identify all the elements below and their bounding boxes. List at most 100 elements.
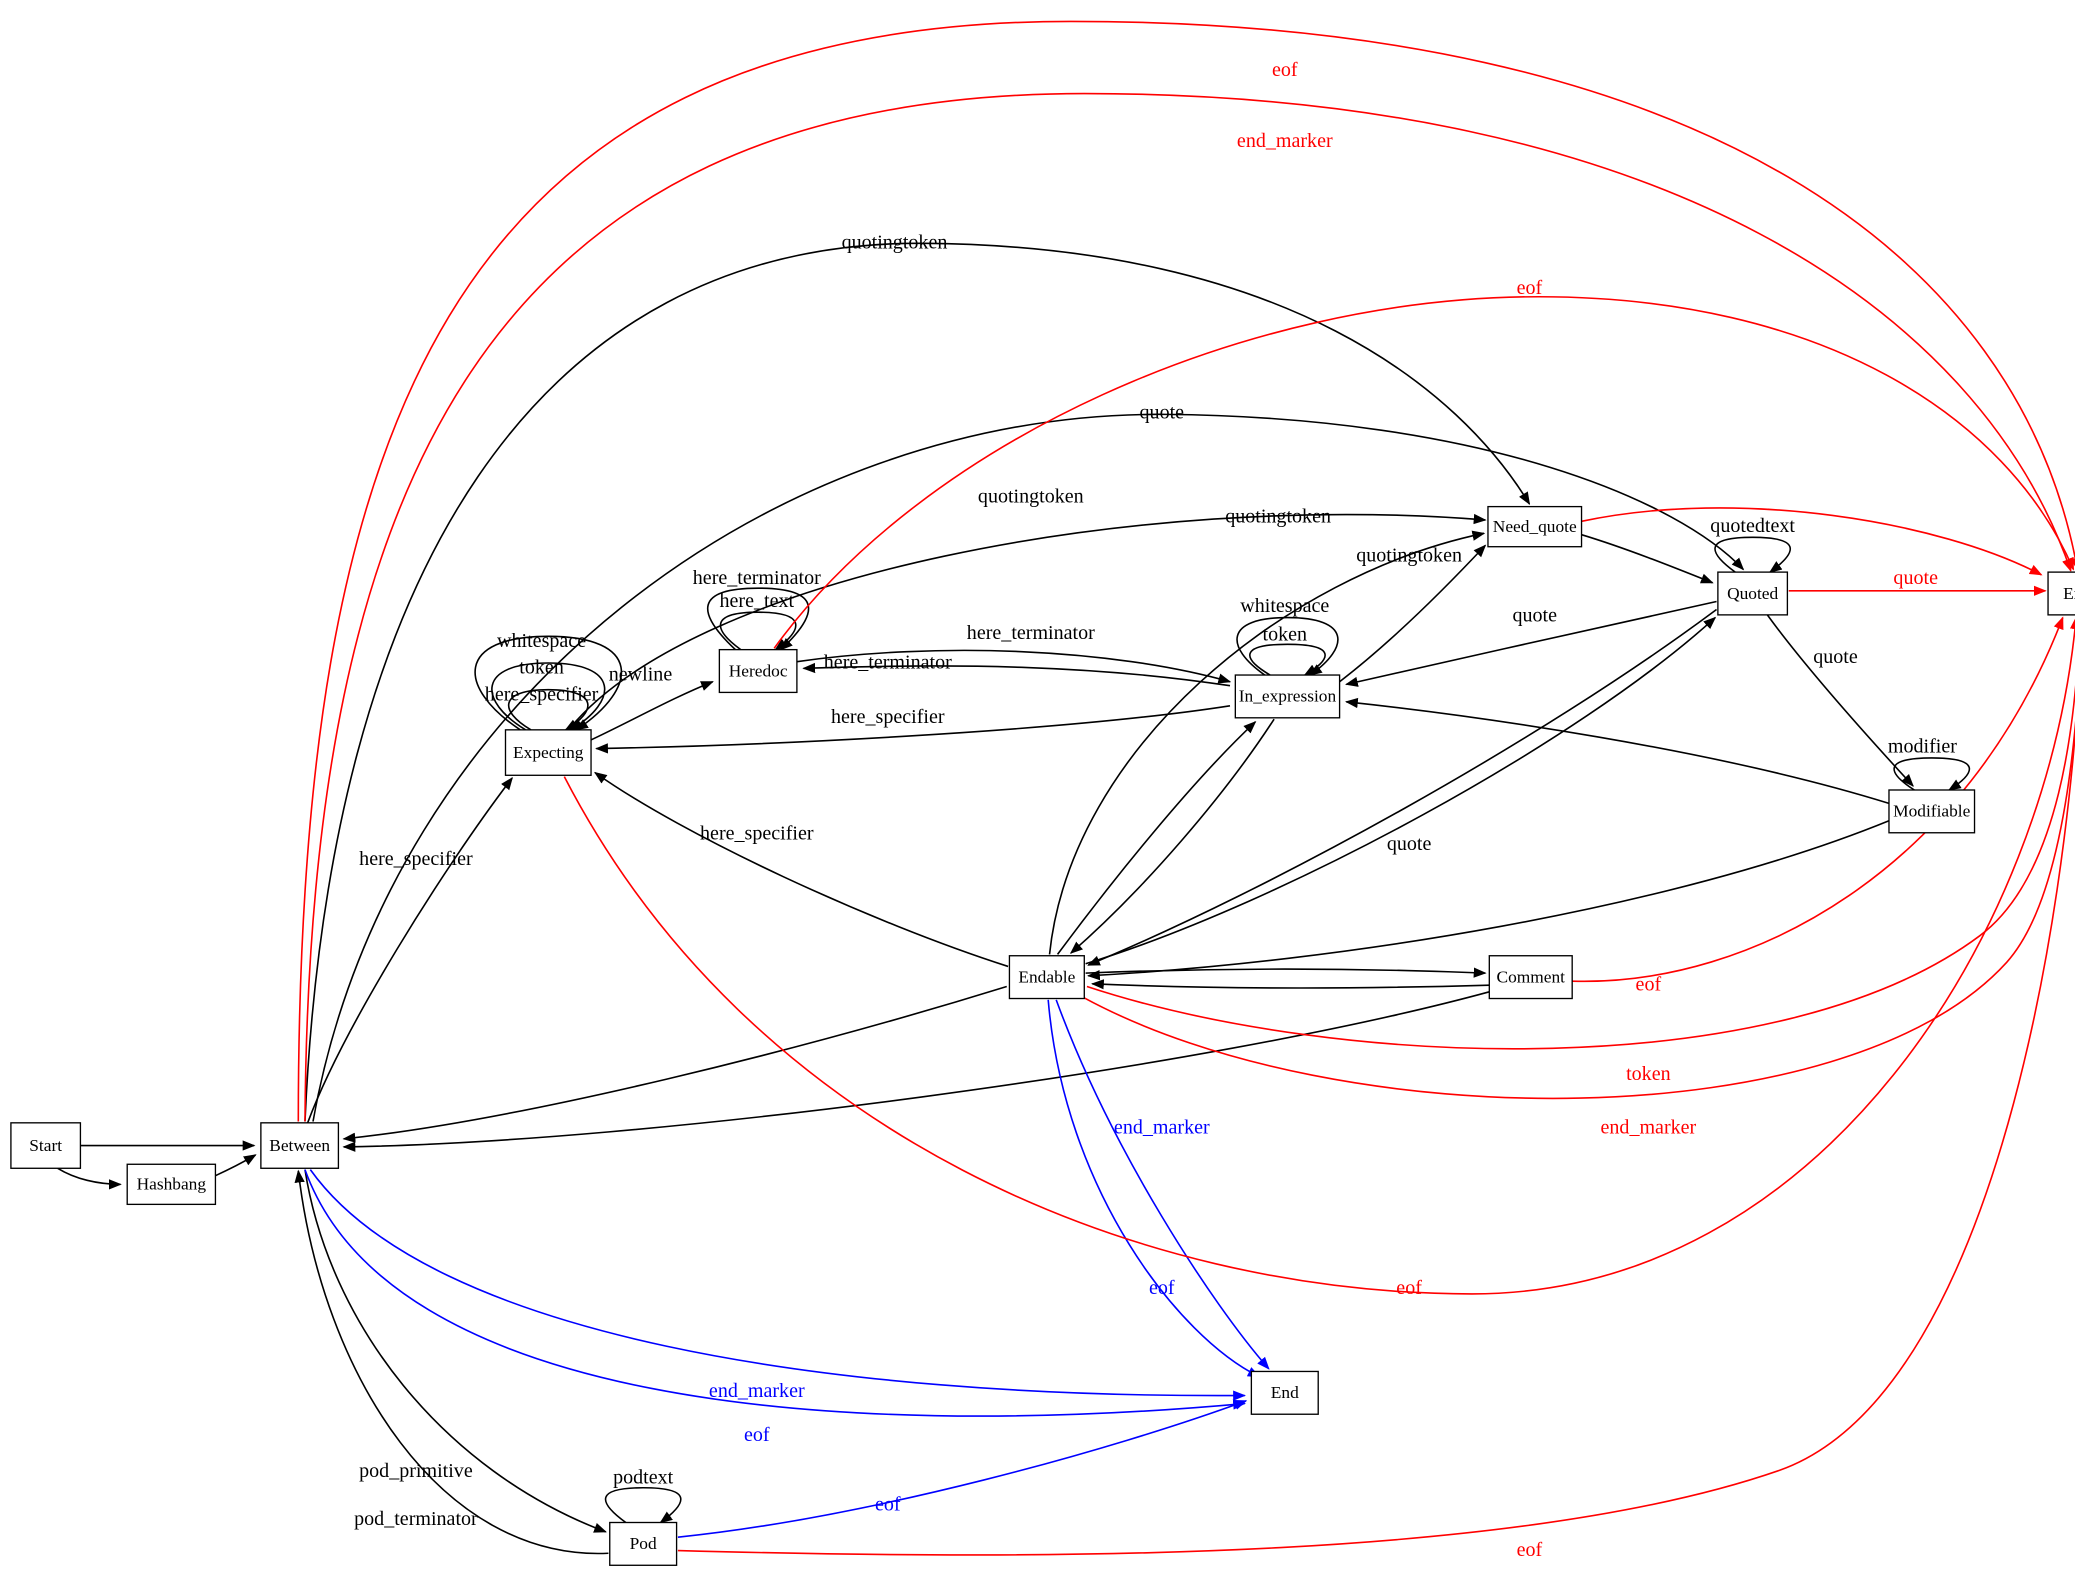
edge-Heredoc-Heredoc-here_text bbox=[719, 611, 797, 651]
edge-Between-Error-end_marker bbox=[304, 92, 2072, 1122]
edge-label-end_marker: end_marker bbox=[1601, 1117, 1697, 1139]
state-node-box-Expecting bbox=[504, 729, 592, 776]
edge-Modifiable-In_expression bbox=[1345, 697, 1890, 805]
edge-Heredoc-Heredoc-here_terminator bbox=[707, 587, 810, 651]
edge-Between-End-eof bbox=[304, 1169, 1246, 1417]
edge-Endable-End-eof bbox=[1047, 999, 1261, 1378]
edge-Pod-Between-pod_terminator bbox=[294, 1169, 609, 1555]
edge-Expecting-Expecting-token bbox=[491, 662, 606, 731]
state-node-Hashbang: Hashbang bbox=[126, 1163, 217, 1206]
state-node-label-Expecting: Expecting bbox=[513, 743, 584, 762]
state-node-box-Endable bbox=[1008, 955, 1085, 1000]
edge-label-here_terminator: here_terminator bbox=[824, 651, 952, 673]
edge-label-eof: eof bbox=[1517, 277, 1543, 299]
state-node-box-End bbox=[1250, 1370, 1319, 1415]
edge-label-modifier: modifier bbox=[1888, 736, 1957, 758]
state-node-label-Error: Error bbox=[2063, 584, 2075, 603]
edge-Start-Hashbang bbox=[57, 1167, 122, 1190]
edge-label-eof: eof bbox=[875, 1493, 901, 1515]
edge-label-quote: quote bbox=[1813, 646, 1858, 668]
edge-Quoted-In_expression-quote bbox=[1345, 600, 1717, 687]
edge-Need_quote-Quoted bbox=[1581, 533, 1714, 584]
edge-label-podtext: podtext bbox=[613, 1467, 674, 1489]
edges-layer bbox=[57, 20, 2075, 1556]
edge-label-token: token bbox=[519, 657, 564, 679]
edge-Endable-Error-token bbox=[1086, 616, 2075, 1050]
edge-label-here_specifier: here_specifier bbox=[359, 848, 473, 870]
edge-label-token: token bbox=[1626, 1063, 1671, 1085]
edge-Expecting-Heredoc-newline bbox=[589, 680, 714, 742]
edge-label-whitespace: whitespace bbox=[497, 630, 586, 652]
edge-label-end_marker: end_marker bbox=[709, 1380, 805, 1402]
edge-label-whitespace: whitespace bbox=[1240, 595, 1329, 617]
edge-Endable-Between bbox=[342, 985, 1007, 1143]
edge-In_expression-Need_quote-quotingtoken bbox=[1339, 544, 1487, 683]
edge-Quoted-Quoted-quotedtext bbox=[1714, 536, 1791, 573]
edge-Endable-End-end_marker bbox=[1055, 999, 1270, 1370]
state-node-Between: Between bbox=[260, 1122, 340, 1169]
state-node-label-Quoted: Quoted bbox=[1727, 584, 1778, 603]
edge-Endable-Need_quote-quotingtoken bbox=[1048, 530, 1486, 955]
edge-label-here_text: here_text bbox=[719, 590, 794, 612]
edge-Endable-Comment bbox=[1085, 967, 1487, 978]
edge-label-eof: eof bbox=[744, 1424, 770, 1446]
edge-Expecting-Expecting-whitespace bbox=[474, 635, 623, 731]
state-node-label-Heredoc: Heredoc bbox=[729, 661, 788, 680]
edge-In_expression-Expecting-here_specifier bbox=[595, 704, 1231, 754]
edge-label-pod_primitive: pod_primitive bbox=[359, 1460, 473, 1482]
edge-Comment-Endable bbox=[1091, 979, 1490, 990]
edge-label-here_terminator: here_terminator bbox=[693, 567, 821, 589]
state-node-label-End: End bbox=[1271, 1383, 1299, 1402]
state-node-label-Hashbang: Hashbang bbox=[137, 1175, 207, 1194]
edge-label-quotedtext: quotedtext bbox=[1710, 515, 1795, 537]
edge-Heredoc-Error-eof bbox=[773, 295, 2075, 649]
edge-Endable-In_expression bbox=[1056, 720, 1257, 955]
state-node-Pod: Pod bbox=[609, 1521, 678, 1566]
edge-label-quote: quote bbox=[1387, 833, 1432, 855]
edge-Endable-Expecting-here_specifier bbox=[594, 771, 1009, 968]
edge-label-eof: eof bbox=[1272, 59, 1298, 81]
edge-label-quotingtoken: quotingtoken bbox=[842, 232, 948, 254]
state-node-Expecting: Expecting bbox=[504, 729, 592, 776]
state-node-box-Hashbang bbox=[126, 1163, 217, 1206]
edge-Pod-End-eof bbox=[677, 1400, 1248, 1539]
state-node-box-Between bbox=[260, 1122, 340, 1169]
state-node-Start: Start bbox=[10, 1122, 82, 1169]
state-node-End: End bbox=[1250, 1370, 1319, 1415]
state-node-Need_quote: Need_quote bbox=[1487, 505, 1583, 548]
edge-label-newline: newline bbox=[609, 663, 673, 685]
state-node-box-Heredoc bbox=[718, 648, 798, 694]
state-node-box-Need_quote bbox=[1487, 505, 1583, 548]
edge-In_expression-In_expression-whitespace bbox=[1236, 616, 1339, 676]
edge-Comment-Between bbox=[342, 991, 1490, 1152]
edge-label-eof: eof bbox=[1396, 1277, 1422, 1299]
edge-label-pod_terminator: pod_terminator bbox=[354, 1508, 478, 1530]
state-node-In_expression: In_expression bbox=[1234, 674, 1341, 719]
edge-Modifiable-Modifiable-modifier bbox=[1893, 757, 1970, 791]
edge-label-end_marker: end_marker bbox=[1114, 1117, 1210, 1139]
edge-Endable-Error-end_marker bbox=[1082, 720, 2075, 1100]
edge-label-quotingtoken: quotingtoken bbox=[1225, 506, 1331, 528]
state-node-label-In_expression: In_expression bbox=[1239, 687, 1337, 706]
edge-Need_quote-Error bbox=[1581, 507, 2043, 576]
edge-Modifiable-Endable bbox=[1087, 819, 1890, 981]
state-node-label-Endable: Endable bbox=[1018, 967, 1075, 986]
edge-label-token: token bbox=[1263, 623, 1308, 645]
edge-Endable-Quoted-quote bbox=[1085, 616, 1717, 965]
edge-In_expression-Heredoc-here_terminator bbox=[802, 662, 1231, 687]
edge-Between-Pod-pod_primitive bbox=[304, 1169, 607, 1533]
state-node-label-Pod: Pod bbox=[630, 1534, 657, 1553]
edge-label-here_specifier: here_specifier bbox=[485, 683, 599, 705]
edge-Between-Expecting-here_specifier bbox=[306, 776, 513, 1124]
edge-Between-Quoted-quote bbox=[312, 413, 1745, 1122]
state-node-Error: Error bbox=[2047, 571, 2075, 616]
edge-label-here_specifier: here_specifier bbox=[700, 822, 814, 844]
edge-label-quote: quote bbox=[1512, 605, 1557, 627]
state-node-box-Pod bbox=[609, 1521, 678, 1566]
state-node-box-Comment bbox=[1488, 955, 1573, 1000]
edge-label-here_terminator: here_terminator bbox=[967, 622, 1095, 644]
edge-In_expression-In_expression-token bbox=[1249, 643, 1326, 676]
